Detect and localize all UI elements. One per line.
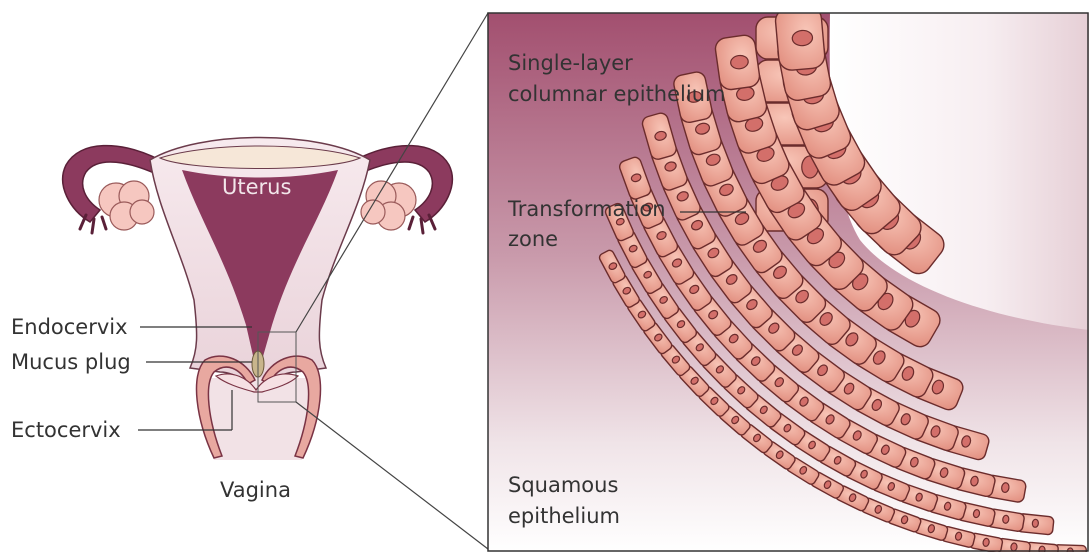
left-ovary — [99, 181, 154, 230]
transformation-zone-label-line2: zone — [508, 227, 558, 251]
single-layer-label-line1: Single-layer — [508, 51, 633, 75]
single-layer-label-line2: columnar epithelium — [508, 82, 725, 106]
mucus-plug-label: Mucus plug — [11, 350, 131, 374]
uterus-anatomy — [63, 13, 488, 549]
squamous-label-line1: Squamous — [508, 473, 618, 497]
ectocervix-label: Ectocervix — [11, 418, 121, 442]
zoom-line-bottom — [296, 402, 488, 549]
uterus-label: Uterus — [222, 175, 291, 199]
cell-nucleus — [1002, 515, 1009, 524]
cell-nucleus — [1010, 543, 1017, 552]
transformation-zone-label-line1: Transformation — [507, 197, 666, 221]
epithelial-cell — [774, 5, 825, 71]
right-ovary — [361, 181, 416, 230]
endocervix-label: Endocervix — [11, 315, 128, 339]
cell-nucleus — [1032, 519, 1039, 528]
squamous-label-line2: epithelium — [508, 504, 620, 528]
cell-nucleus — [982, 538, 989, 547]
vagina-label: Vagina — [220, 478, 291, 502]
